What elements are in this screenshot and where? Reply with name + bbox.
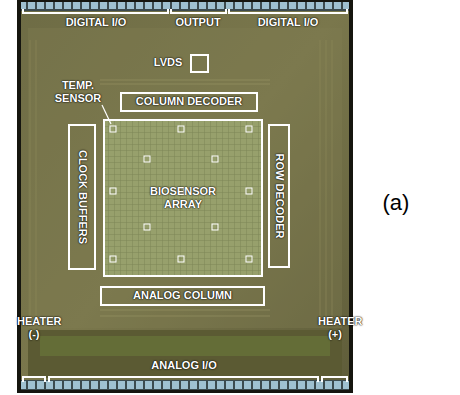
- region-label: LVDS: [148, 56, 188, 69]
- block-label: ROW DECODER: [272, 154, 285, 239]
- region-label: HEATER (-): [17, 315, 51, 340]
- region-label: DIGITAL I/O: [31, 16, 161, 29]
- region-label: TEMP. SENSOR: [46, 79, 110, 104]
- region-label: DIGITAL I/O: [228, 16, 348, 29]
- block-outline: ANALOG COLUMN: [100, 286, 265, 306]
- region-label: HEATER (+): [318, 315, 352, 340]
- block-outline: BIOSENSOR ARRAY: [103, 119, 263, 277]
- block-outline: CLOCK BUFFERS: [68, 124, 96, 270]
- block-outline: ROW DECODER: [268, 124, 290, 268]
- panel-letter: (a): [376, 190, 416, 215]
- block-label: BIOSENSOR ARRAY: [143, 185, 223, 211]
- region-label: ANALOG I/O: [124, 359, 244, 372]
- region-label: OUTPUT: [168, 16, 228, 29]
- block-outline: COLUMN DECODER: [120, 92, 258, 112]
- block-label: COLUMN DECODER: [136, 95, 242, 108]
- block-label: CLOCK BUFFERS: [75, 150, 88, 244]
- block-label: ANALOG COLUMN: [133, 289, 232, 302]
